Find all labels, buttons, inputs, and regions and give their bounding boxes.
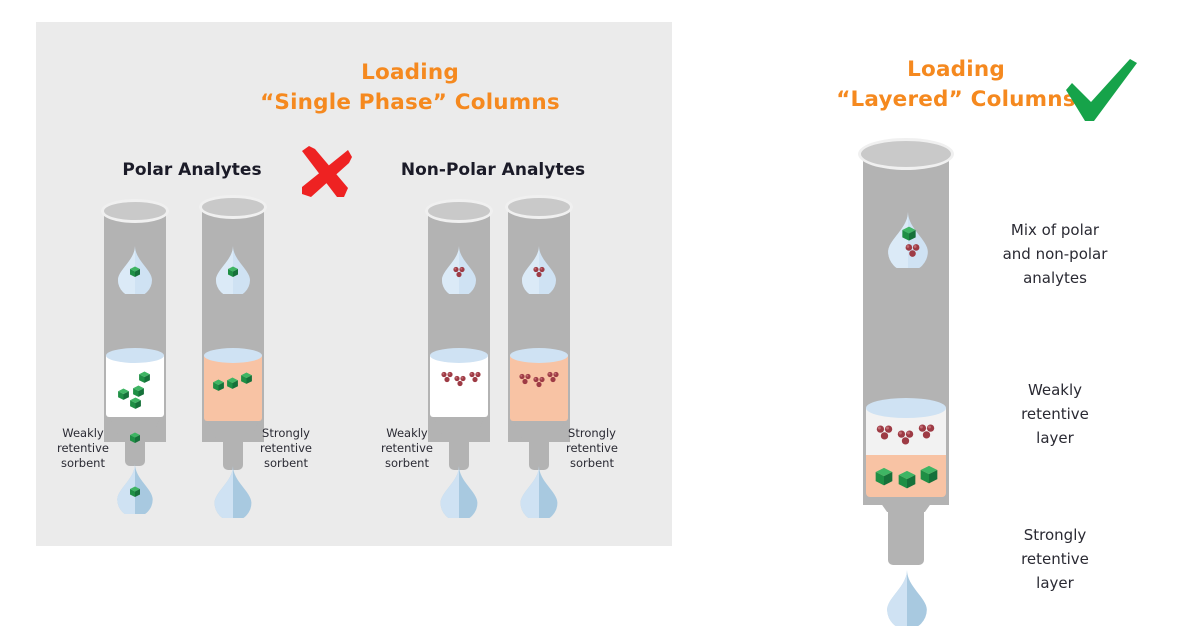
- nonpolar-analyte-cluster: [453, 375, 467, 387]
- callout-line-2: and non-polar: [1002, 245, 1108, 263]
- label-line-2: retentive: [56, 441, 109, 455]
- right-title-line-2: “Layered” Columns: [836, 87, 1076, 112]
- label-line-3: sorbent: [61, 456, 105, 470]
- label-line-3: sorbent: [264, 456, 308, 470]
- callout-line-2: retentive: [1021, 550, 1089, 568]
- label-weakly-retentive-sorbent: Weakly retentive sorbent: [368, 426, 446, 471]
- column-spout: [449, 430, 469, 470]
- left-panel-title: Loading “Single Phase” Columns: [200, 58, 620, 118]
- column-spout: [223, 434, 243, 470]
- eluate-droplet: [520, 466, 558, 518]
- bed-liquid-surface: [106, 348, 164, 363]
- callout-line-1: Weakly: [1027, 381, 1083, 399]
- polar-analyte-cube: [227, 266, 239, 278]
- polar-analyte-cube: [901, 226, 917, 242]
- polar-analyte-cube: [897, 470, 917, 490]
- callout-line-3: analytes: [1023, 269, 1087, 287]
- label-line-1: Weakly: [62, 426, 104, 440]
- polar-analyte-cube: [129, 432, 141, 444]
- polar-analyte-cube: [138, 371, 151, 384]
- polar-analyte-cube: [240, 372, 253, 385]
- left-title-line-2: “Single Phase” Columns: [260, 90, 560, 115]
- right-title-line-1: Loading: [907, 57, 1005, 82]
- nonpolar-analyte-cluster: [440, 371, 454, 383]
- column-spout: [888, 505, 924, 565]
- callout-line-1: Mix of polar: [1010, 221, 1100, 239]
- nonpolar-analyte-cluster: [532, 376, 546, 388]
- polar-analyte-cube: [212, 379, 225, 392]
- polar-analyte-cube: [129, 266, 141, 278]
- callout-line-1: Strongly: [1023, 526, 1087, 544]
- check-mark-icon: [1063, 58, 1139, 128]
- bed-liquid-surface: [430, 348, 488, 363]
- nonpolar-analyte-cluster: [896, 429, 915, 446]
- callout-mix-of-analytes: Mix of polar and non-polar analytes: [985, 218, 1125, 290]
- bed-fill: [430, 355, 488, 417]
- label-line-2: retentive: [565, 441, 618, 455]
- polar-analyte-cube: [132, 385, 145, 398]
- nonpolar-analyte-cluster: [546, 371, 560, 383]
- polar-analyte-cube: [117, 388, 130, 401]
- nonpolar-analyte-cluster: [917, 423, 936, 440]
- callout-strongly-retentive-layer: Strongly retentive layer: [985, 523, 1125, 595]
- nonpolar-analyte-cluster: [875, 424, 894, 441]
- callout-weakly-retentive-layer: Weakly retentive layer: [985, 378, 1125, 450]
- bed-fill: [510, 355, 568, 421]
- inlet-droplet: [522, 246, 556, 294]
- label-line-1: Strongly: [262, 426, 310, 440]
- bed-liquid-surface: [510, 348, 568, 363]
- column-rim: [505, 195, 573, 219]
- callout-line-3: layer: [1036, 429, 1074, 447]
- label-line-1: Weakly: [386, 426, 428, 440]
- nonpolar-analyte-cluster: [532, 266, 546, 278]
- column-rim: [858, 138, 954, 170]
- callout-line-2: retentive: [1021, 405, 1089, 423]
- inlet-droplet: [442, 246, 476, 294]
- column-rim: [101, 199, 169, 223]
- bed-liquid-surface: [866, 398, 946, 418]
- right-panel-title: Loading “Layered” Columns: [790, 55, 1122, 115]
- eluate-droplet: [886, 570, 928, 626]
- polar-analyte-cube: [919, 465, 939, 485]
- label-line-2: retentive: [259, 441, 312, 455]
- left-title-line-1: Loading: [361, 60, 459, 85]
- heading-polar-analytes: Polar Analytes: [122, 160, 262, 180]
- eluate-droplet: [214, 466, 252, 518]
- nonpolar-analyte-cluster: [904, 243, 921, 258]
- nonpolar-analyte-cluster: [518, 373, 532, 385]
- callout-line-3: layer: [1036, 574, 1074, 592]
- label-weakly-retentive-sorbent: Weakly retentive sorbent: [44, 426, 122, 471]
- bed-liquid-surface: [204, 348, 262, 363]
- column-rim: [199, 195, 267, 219]
- polar-analyte-cube: [129, 397, 142, 410]
- eluate-droplet: [440, 466, 478, 518]
- column-rim: [425, 199, 493, 223]
- label-strongly-retentive-sorbent: Strongly retentive sorbent: [552, 426, 632, 471]
- column-spout: [529, 434, 549, 470]
- label-line-3: sorbent: [570, 456, 614, 470]
- polar-analyte-cube: [129, 486, 141, 498]
- label-line-2: retentive: [380, 441, 433, 455]
- heading-non-polar-analytes: Non-Polar Analytes: [400, 160, 586, 180]
- nonpolar-analyte-cluster: [452, 266, 466, 278]
- label-line-1: Strongly: [568, 426, 616, 440]
- x-mark-icon: [294, 142, 356, 208]
- polar-analyte-cube: [874, 467, 894, 487]
- label-strongly-retentive-sorbent: Strongly retentive sorbent: [246, 426, 326, 471]
- polar-analyte-cube: [226, 377, 239, 390]
- label-line-3: sorbent: [385, 456, 429, 470]
- nonpolar-analyte-cluster: [468, 371, 482, 383]
